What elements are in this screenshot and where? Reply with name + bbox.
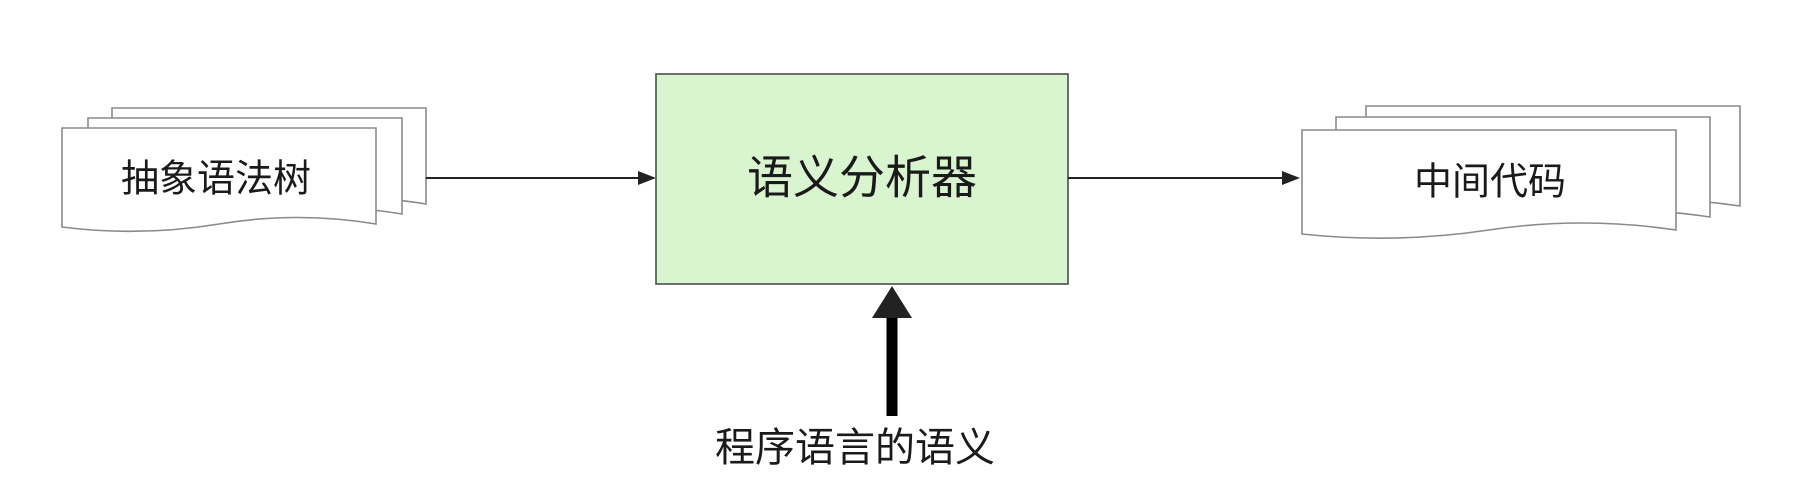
arrow-semantics-to-processor — [872, 286, 912, 416]
semantic-analyzer-label: 语义分析器 — [747, 151, 977, 205]
output-document-front — [1301, 129, 1677, 239]
arrow-processor-to-output — [1068, 171, 1300, 185]
input-document-label: 抽象语法树 — [121, 157, 311, 201]
input-document-front — [61, 127, 377, 233]
semantic-analyzer-box: 语义分析器 — [655, 73, 1069, 285]
input-document-stack: 抽象语法树 — [61, 107, 427, 233]
arrow-input-to-processor — [426, 171, 656, 185]
semantics-label: 程序语言的语义 — [715, 425, 995, 471]
output-document-stack: 中间代码 — [1301, 105, 1741, 239]
output-document-label: 中间代码 — [1414, 160, 1566, 204]
